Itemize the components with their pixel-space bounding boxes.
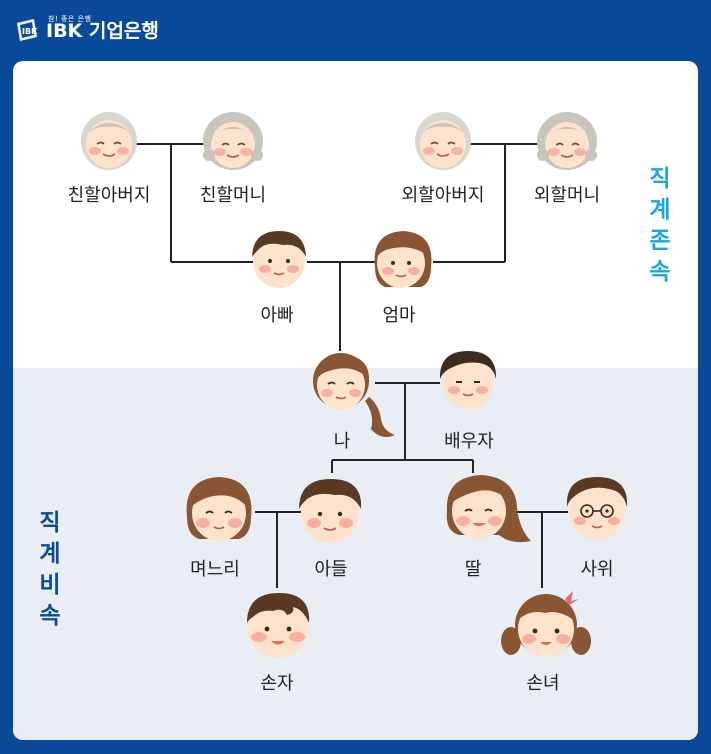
label-me: 나 <box>333 431 351 452</box>
label-daughter: 딸 <box>464 559 482 580</box>
label-son-in-law: 사위 <box>580 559 614 580</box>
label-spouse: 배우자 <box>444 431 494 452</box>
descendants-section <box>13 368 698 740</box>
label-father: 아빠 <box>260 305 294 326</box>
boy-face-icon <box>247 593 310 658</box>
woman-ponytail-face-icon <box>313 353 395 437</box>
grandmother-face-icon <box>203 112 263 170</box>
grandmother-face-icon <box>537 112 597 170</box>
grandfather-face-icon <box>81 112 137 170</box>
ascendants-char: 계 <box>649 197 671 223</box>
label-grandson: 손자 <box>260 673 294 694</box>
man-face-icon <box>299 479 362 543</box>
girl-pigtails-face-icon <box>501 591 591 657</box>
svg-text:IBK: IBK <box>22 27 38 36</box>
grandfather-face-icon <box>415 112 471 170</box>
ascendants-char: 속 <box>649 259 671 285</box>
label-mother: 엄마 <box>382 305 416 326</box>
logo-tagline: 참! 좋은 은행 <box>48 15 92 23</box>
descendants-char: 직 <box>39 510 61 536</box>
label-daughter-in-law: 며느리 <box>190 559 240 580</box>
man-face-icon <box>439 351 497 409</box>
header: IBK 참! 좋은 은행 IBK 기업은행 <box>0 0 711 62</box>
label-maternal-grandfather: 외할아버지 <box>401 185 485 206</box>
label-son: 아들 <box>314 559 348 580</box>
woman-face-icon <box>446 475 531 543</box>
woman-face-icon <box>186 477 252 541</box>
logo-text: IBK 기업은행 <box>46 20 159 42</box>
family-tree-card: 친할아버지 친할머니 외할아버지 <box>13 61 698 740</box>
label-paternal-grandmother: 친할머니 <box>199 185 267 206</box>
descendants-label: 직 계 비 속 <box>35 508 65 632</box>
connector-lines <box>135 143 568 588</box>
man-face-icon <box>252 231 306 288</box>
ibk-logo[interactable]: IBK 참! 좋은 은행 IBK 기업은행 <box>14 15 159 43</box>
woman-face-icon <box>374 231 432 288</box>
ascendants-char: 직 <box>649 166 671 192</box>
label-maternal-grandmother: 외할머니 <box>533 185 601 206</box>
descendants-char: 계 <box>39 541 61 567</box>
label-granddaughter: 손녀 <box>526 673 560 694</box>
ascendants-char: 존 <box>649 228 671 254</box>
ibk-logo-icon: IBK <box>17 18 38 41</box>
descendants-char: 속 <box>39 603 61 629</box>
descendants-char: 비 <box>39 572 61 598</box>
ascendants-label: 직 계 존 속 <box>645 164 675 288</box>
man-glasses-face-icon <box>566 477 628 540</box>
label-paternal-grandfather: 친할아버지 <box>67 185 151 206</box>
